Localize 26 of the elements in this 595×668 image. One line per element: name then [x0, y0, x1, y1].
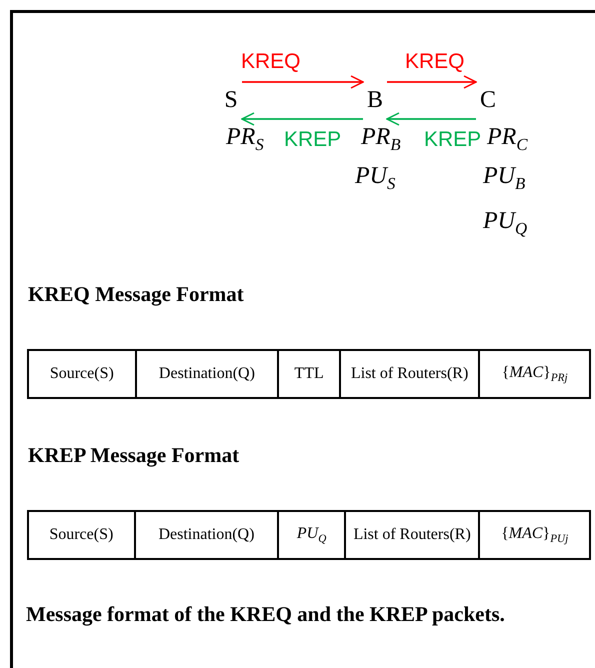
math-label: PR$_{S}$ — [226, 124, 264, 155]
math-label: PU$_{B}$ — [483, 163, 526, 194]
arrow — [387, 75, 477, 89]
node-label: B — [363, 76, 387, 124]
arrow — [386, 112, 476, 126]
table-cell: List of Routers(R) — [340, 350, 480, 398]
table-cell: Source(S) — [28, 511, 135, 559]
node-label: C — [476, 76, 500, 124]
math-label: PU$_{S}$ — [355, 163, 396, 194]
edge-label: KREQ — [404, 50, 466, 74]
math-label: PR$_{C}$ — [487, 124, 528, 155]
table-cell: Destination(Q) — [136, 350, 278, 398]
section-heading: KREP Message Format — [28, 443, 240, 468]
section-heading: KREQ Message Format — [28, 282, 244, 307]
table-cell: List of Routers(R) — [344, 511, 480, 559]
table-cell: TTL — [278, 350, 340, 398]
math-label: PR$_{B}$ — [361, 124, 401, 155]
caption: Message format of the KREQ and the KREP packets. — [26, 602, 505, 627]
node-label: S — [220, 76, 242, 124]
edge-label: KREQ — [240, 50, 302, 74]
arrow — [241, 112, 363, 126]
table-cell: Destination(Q) — [134, 511, 278, 559]
table-cell: PU$_{Q}$ — [278, 511, 345, 559]
arrow — [242, 75, 364, 89]
math-label: PU$_{Q}$ — [483, 208, 528, 239]
table-cell: Source(S) — [28, 350, 136, 398]
